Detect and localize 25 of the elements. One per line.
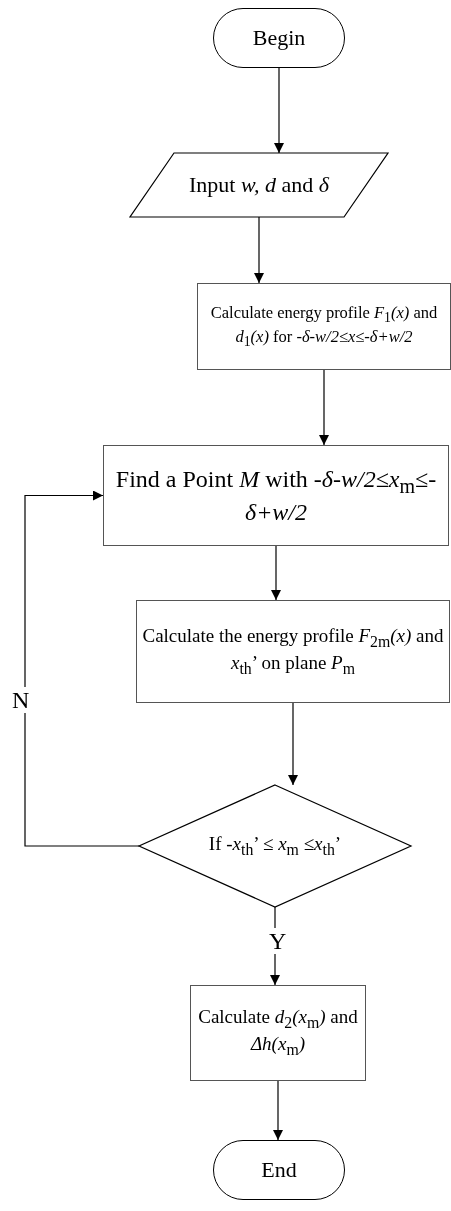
terminal-box xyxy=(213,8,345,68)
arrow xyxy=(271,545,281,601)
edge-label: Y xyxy=(267,928,289,954)
node-label: Calculate the energy profile F$_{2m}$(x) and x$_{th}$’ on plane P$_{m}$ xyxy=(141,624,445,679)
node-label: Calculate d$_{2}$(x$_{m}$) and Δh(x$_{m}$) xyxy=(197,1006,359,1060)
arrow xyxy=(273,1080,283,1141)
process-box xyxy=(103,445,449,546)
process-box xyxy=(190,985,366,1081)
edge-label: N xyxy=(10,686,32,713)
decision-diamond xyxy=(139,785,411,907)
node-label: If -x$_{th}$’ ≤ x$_{m}$ ≤x$_{th}$’ xyxy=(208,832,342,860)
node-label: Begin xyxy=(252,24,306,52)
input-parallelogram xyxy=(130,153,388,217)
process-box xyxy=(136,600,450,703)
terminal-box xyxy=(213,1140,345,1200)
arrow xyxy=(288,702,298,786)
node-label: Find a Point M with -δ-w/2≤x$_{m}$≤-δ+w/2 xyxy=(114,464,438,527)
process-box xyxy=(197,283,451,370)
arrow xyxy=(274,67,284,154)
arrow xyxy=(319,369,329,446)
arrow xyxy=(24,490,140,847)
node-label: Calculate energy profile F$_{1}$(x) and d$_{1}$(x) for -δ-w/2≤x≤-δ+w/2 xyxy=(209,302,439,351)
node-label: Input w, d and δ xyxy=(189,171,329,199)
node-label: End xyxy=(261,1156,297,1184)
arrow xyxy=(254,216,264,284)
